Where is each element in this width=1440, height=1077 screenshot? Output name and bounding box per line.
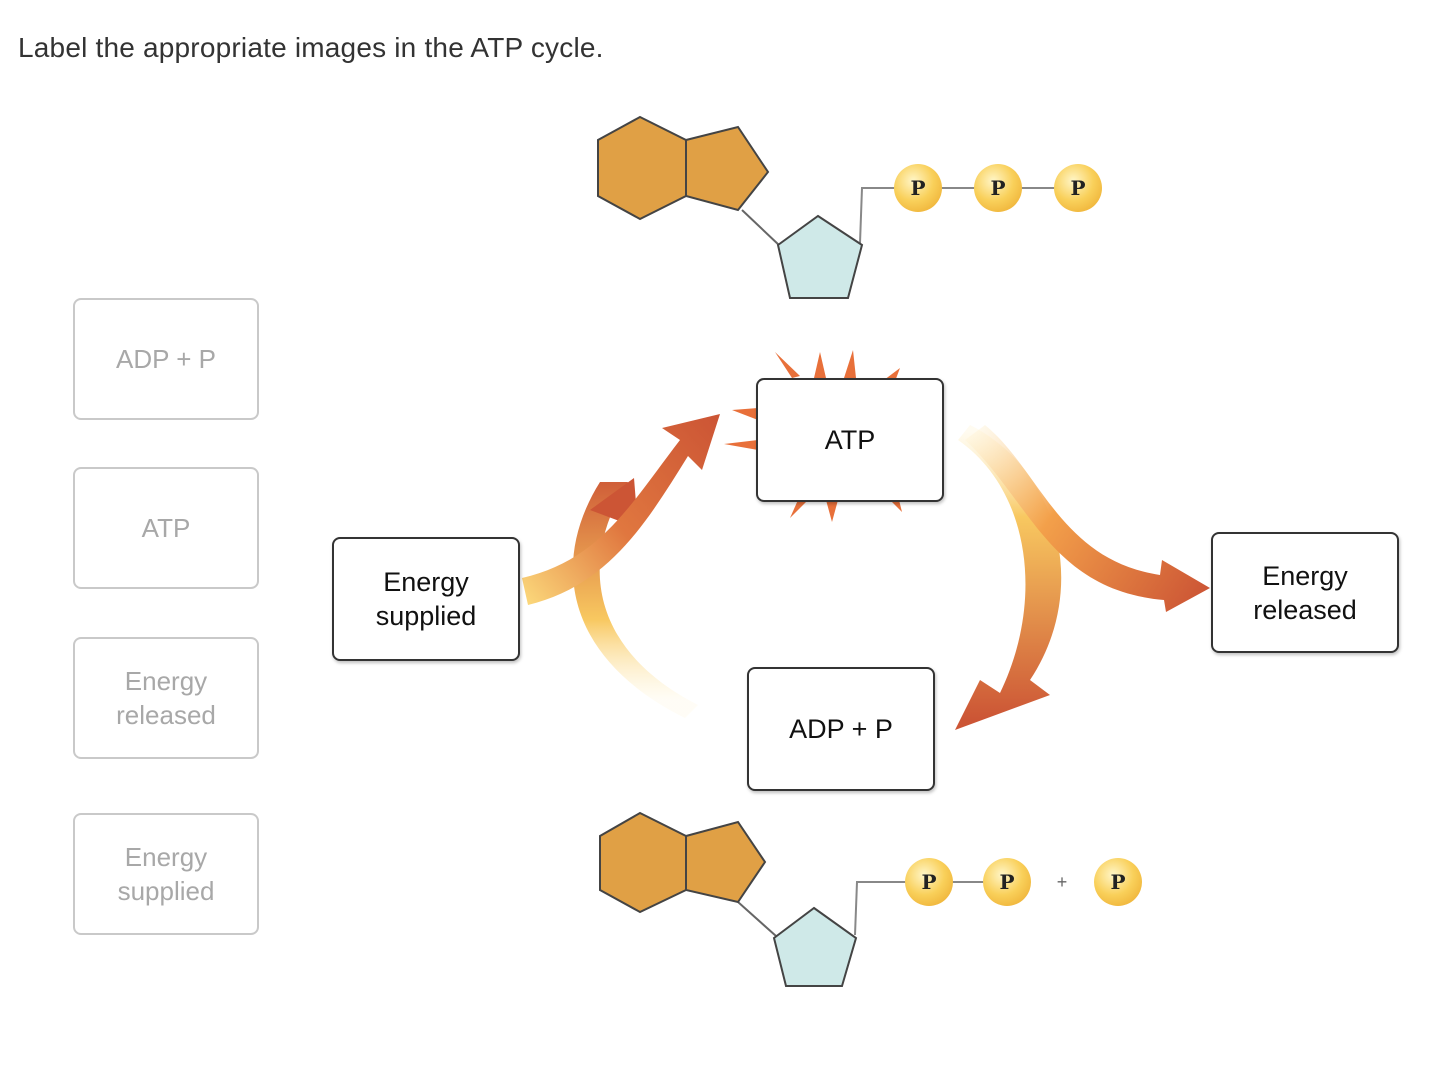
drop-zone-adp[interactable]: ADP + P (747, 667, 935, 791)
ribose-pentagon (772, 906, 858, 987)
phosphate-2 (974, 164, 1022, 212)
adenine-hexagon (599, 811, 687, 914)
adp-molecule: P P + P (599, 811, 1142, 987)
free-phosphate (1094, 858, 1142, 906)
phosphate-2-label: P (999, 870, 1014, 894)
label-bank-adp-p[interactable]: ADP + P (73, 298, 259, 420)
drop-zone-energy-supplied[interactable]: Energy supplied (332, 537, 520, 661)
energy-supplied-arrow (522, 414, 720, 605)
free-phosphate-label: P (1110, 870, 1125, 894)
energy-released-arrow (965, 425, 1210, 612)
phosphate-2 (983, 858, 1031, 906)
regeneration-arc (572, 482, 698, 718)
phosphate-1 (905, 858, 953, 906)
adenine-pentagon (685, 820, 767, 904)
adenine-pentagon (685, 125, 770, 212)
label-bank-atp[interactable]: ATP (73, 467, 259, 589)
plus-sign: + (1057, 872, 1068, 892)
phosphate-1-label: P (921, 870, 936, 894)
label-bank-energy-released[interactable]: Energy released (73, 637, 259, 759)
phosphate-3-label: P (1070, 176, 1085, 200)
atp-molecule: P P P (597, 115, 1102, 299)
phosphate-3 (1054, 164, 1102, 212)
phosphate-2-label: P (990, 176, 1005, 200)
phosphate-1 (894, 164, 942, 212)
phosphate-1-label: P (910, 176, 925, 200)
drop-zone-energy-released[interactable]: Energy released (1211, 532, 1399, 653)
question-prompt: Label the appropriate images in the ATP … (18, 32, 604, 63)
ribose-pentagon (776, 214, 864, 299)
label-bank-energy-supplied[interactable]: Energy supplied (73, 813, 259, 935)
adenine-hexagon (597, 115, 687, 221)
drop-zone-atp[interactable]: ATP (756, 378, 944, 502)
